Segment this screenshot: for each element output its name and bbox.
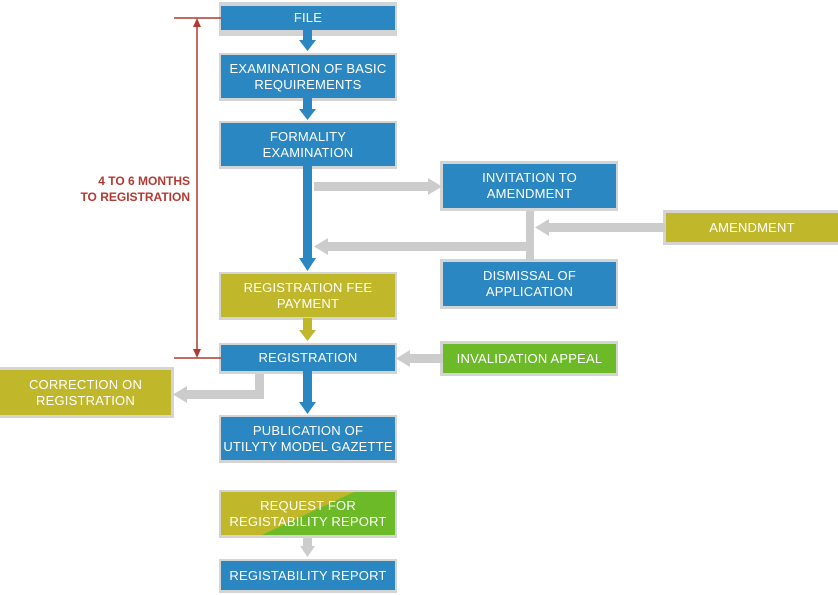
dismissal-of-application-box[interactable]: DISMISSAL OF APPLICATION	[443, 262, 616, 306]
dismissal-label-line1: DISMISSAL OF	[483, 268, 576, 283]
correction-label-line2: REGISTRATION	[36, 392, 135, 408]
arrowhead-to-report	[300, 546, 315, 557]
basic-requirements-label-line1: EXAMINATION OF BASIC	[229, 60, 387, 76]
dismissal-label-line2: APPLICATION	[485, 284, 574, 299]
file-box[interactable]: FILE	[221, 6, 395, 30]
arrow-formality-to-fee	[303, 166, 312, 260]
arrowhead-to-correction	[173, 386, 187, 403]
request-registability-report-box[interactable]: REQUEST FOR REGISTABILITY REPORT	[221, 492, 395, 535]
arrowhead-to-basic	[299, 40, 316, 51]
basic-requirements-label-line2: REQUIREMENTS	[254, 76, 362, 92]
fee-payment-label-line2: PAYMENT	[276, 295, 340, 311]
invalidation-appeal-box[interactable]: INVALIDATION APPEAL	[443, 344, 616, 373]
invalidation-appeal-label: INVALIDATION APPEAL	[456, 350, 603, 366]
arrow-amendment-to-invitation	[547, 223, 665, 232]
arrow-to-correction	[185, 390, 264, 399]
arrow-invitation-to-main	[326, 242, 530, 251]
arrowhead-to-registration	[396, 350, 410, 367]
arrow-request-to-report	[303, 538, 312, 548]
correction-on-registration-box[interactable]: CORRECTION ON REGISTRATION	[0, 370, 171, 415]
registability-report-label: REGISTABILITY REPORT	[229, 567, 387, 583]
timeline-note-line2: TO REGISTRATION	[80, 190, 190, 204]
timeline-note: 4 TO 6 MONTHS TO REGISTRATION	[60, 173, 190, 205]
amendment-label: AMENDMENT	[709, 219, 795, 235]
timeline-bracket-ends	[193, 18, 201, 358]
registability-report-box[interactable]: REGISTABILITY REPORT	[221, 561, 395, 590]
amendment-box[interactable]: AMENDMENT	[666, 213, 838, 242]
arrowhead-to-publication	[299, 402, 316, 414]
correction-label-line1: CORRECTION ON	[28, 376, 143, 392]
arrowhead-from-amendment	[535, 219, 549, 236]
connector-registration-down	[255, 374, 264, 399]
formality-label-line2: EXAMINATION	[262, 144, 354, 160]
arrow-file-to-basic	[303, 28, 312, 42]
arrow-formality-to-invitation	[314, 182, 430, 191]
arrowhead-fee-to-registration	[299, 330, 316, 341]
invitation-to-amendment-box[interactable]: INVITATION TO AMENDMENT	[443, 164, 616, 208]
fee-arrow	[299, 318, 316, 341]
main-flow-arrows	[299, 28, 316, 414]
registration-fee-payment-box[interactable]: REGISTRATION FEE PAYMENT	[221, 274, 395, 317]
arrowhead-to-invitation	[428, 178, 442, 195]
secondary-connectors	[173, 178, 665, 557]
registration-label: REGISTRATION	[258, 350, 358, 365]
timeline-note-line1: 4 TO 6 MONTHS	[98, 174, 190, 188]
arrow-invalidation-to-registration	[408, 354, 444, 363]
fee-payment-label-line1: REGISTRATION FEE	[243, 279, 373, 295]
file-label: FILE	[293, 10, 323, 25]
invitation-label-line2: AMENDMENT	[486, 186, 573, 201]
arrowhead-back-to-main	[314, 238, 328, 255]
timeline-bracket	[174, 17, 221, 359]
request-report-label-line1: REQUEST FOR	[260, 497, 356, 513]
basic-requirements-box[interactable]: EXAMINATION OF BASIC REQUIREMENTS	[221, 55, 395, 98]
publication-label-line1: PUBLICATION OF	[252, 422, 364, 438]
arrow-basic-to-formality	[303, 98, 312, 111]
formality-label-line1: FORMALITY	[269, 128, 347, 144]
invitation-label-line1: INVITATION TO	[482, 170, 577, 185]
connector-invitation-dismissal	[526, 211, 534, 261]
registration-box[interactable]: REGISTRATION	[221, 345, 395, 371]
arrow-registration-to-publication	[303, 370, 312, 404]
arrowhead-to-fee	[299, 258, 316, 271]
publication-label-line2: UTILYTY MODEL GAZETTE	[223, 438, 393, 454]
formality-examination-box[interactable]: FORMALITY EXAMINATION	[221, 123, 395, 166]
arrowhead-to-formality	[299, 109, 316, 120]
publication-box[interactable]: PUBLICATION OF UTILYTY MODEL GAZETTE	[221, 417, 395, 460]
request-report-label-line2: REGISTABILITY REPORT	[229, 513, 387, 529]
